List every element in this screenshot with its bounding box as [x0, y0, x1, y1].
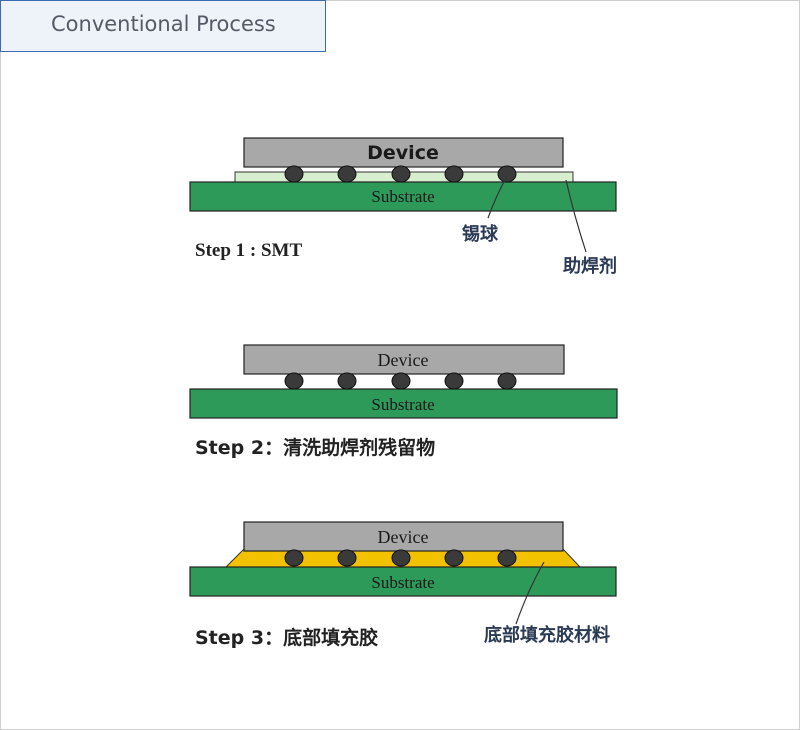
- step2-label: Step 2：清洗助焊剂残留物: [195, 436, 435, 459]
- step3-substrate: [189, 566, 617, 597]
- step1-solder-ball: [337, 165, 357, 183]
- step1-solder-ball: [284, 165, 304, 183]
- step1-flux-callout-line: [565, 179, 587, 253]
- step1-substrate-label: Substrate: [371, 187, 434, 206]
- step3-underfill-callout: 底部填充胶材料: [484, 624, 610, 646]
- step1-solder-callout-line: [487, 175, 508, 219]
- step2-group: Substrate Device Step 2：清洗助焊剂残留物: [189, 344, 618, 459]
- step3-underfill-callout-line: [515, 561, 545, 625]
- step2-solder-ball: [391, 372, 411, 390]
- step1-flux-callout: 助焊剂: [563, 255, 617, 277]
- step2-device: [243, 344, 565, 375]
- step2-solder-ball: [497, 372, 517, 390]
- title-box: Conventional Process: [0, 0, 326, 52]
- step3-solder-ball: [444, 549, 464, 567]
- step3-solder-ball: [337, 549, 357, 567]
- step1-solder-ball: [444, 165, 464, 183]
- step2-solder-ball: [337, 372, 357, 390]
- step1-label: Step 1 : SMT: [195, 240, 302, 261]
- step1-group: Substrate Device 锡球 助焊剂 Step 1 : SMT: [189, 137, 617, 277]
- step3-solder-ball: [391, 549, 411, 567]
- step3-substrate-label: Substrate: [371, 573, 434, 592]
- step2-solder-ball: [284, 372, 304, 390]
- step1-solder-ball: [391, 165, 411, 183]
- step3-solder-ball: [497, 549, 517, 567]
- step1-device: [243, 137, 564, 168]
- step3-label: Step 3：底部填充胶: [195, 626, 378, 649]
- step2-substrate: [189, 388, 618, 419]
- step1-substrate: [189, 181, 617, 212]
- step3-device-label: Device: [378, 527, 429, 547]
- page-title: Conventional Process: [51, 12, 276, 36]
- step2-substrate-label: Substrate: [371, 395, 434, 414]
- step1-device-label: Device: [367, 142, 439, 164]
- step1-solder-callout: 锡球: [462, 223, 499, 245]
- step2-solder-ball: [444, 372, 464, 390]
- step3-group: Substrate Device 底部填充胶材料 Step 3：底部填充胶: [189, 521, 617, 649]
- step3-solder-ball: [284, 549, 304, 567]
- step2-device-label: Device: [378, 350, 429, 370]
- step1-solder-ball: [497, 165, 517, 183]
